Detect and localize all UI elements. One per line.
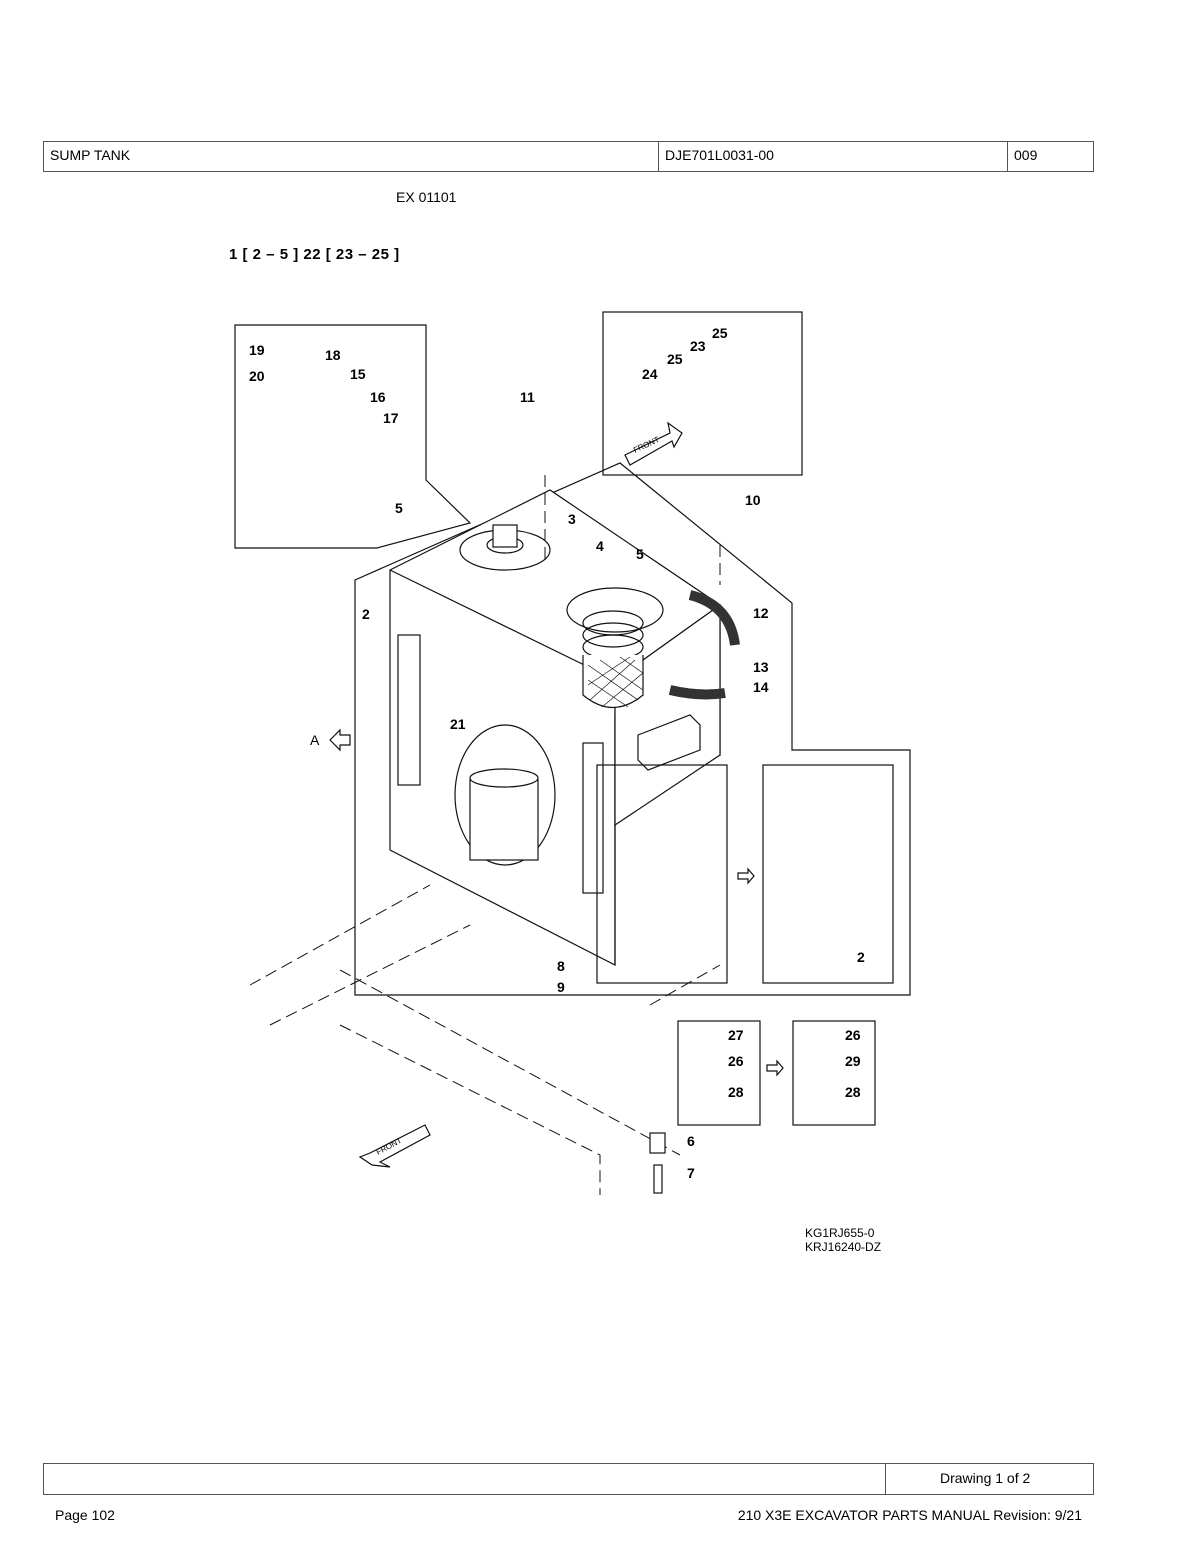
group-number: 009: [1014, 147, 1038, 163]
callout-18: 18: [325, 347, 341, 363]
detail-box-valve-2: [792, 1020, 876, 1126]
callout-10: 10: [745, 492, 761, 508]
figure-id-1: KG1RJ655-0: [805, 1226, 875, 1240]
callout-16: 16: [370, 389, 386, 405]
callout-3: 3: [568, 511, 576, 527]
callout-4: 4: [596, 538, 604, 554]
callout-17: 17: [383, 410, 399, 426]
callout-8: 8: [557, 958, 565, 974]
manual-title: 210 X3E EXCAVATOR PARTS MANUAL Revision:…: [737, 1507, 1082, 1523]
callout-9: 9: [557, 979, 565, 995]
callout-12: 12: [753, 605, 769, 621]
callout-25b: 25: [667, 351, 683, 367]
exploded-parts-diagram: 19 18 20 15 16 17 5 11 3 2 4 5 12 13 14 …: [234, 311, 911, 1254]
callout-24: 24: [642, 366, 658, 382]
detail-box-valve-1: [677, 1020, 761, 1126]
callout-14: 14: [753, 679, 769, 695]
assembly-note: 1 [ 2 – 5 ] 22 [ 23 – 25 ]: [229, 246, 400, 263]
footer-table: Drawing 1 of 2: [43, 1463, 1094, 1495]
callout-15: 15: [350, 366, 366, 382]
callout-23: 23: [690, 338, 706, 354]
callout-26a: 26: [728, 1053, 744, 1069]
callout-20: 20: [249, 368, 265, 384]
drawing-label: Drawing 1 of 2: [940, 1470, 1031, 1486]
callout-28b: 28: [845, 1084, 861, 1100]
callout-26b: 26: [845, 1027, 861, 1043]
callout-6: 6: [687, 1133, 695, 1149]
view-a-label: A: [310, 732, 320, 748]
callout-7: 7: [687, 1165, 695, 1181]
footer-blank-cell: [44, 1464, 886, 1494]
detail-box-drain-1: [596, 764, 728, 984]
figure-id-2: KRJ16240-DZ: [805, 1240, 881, 1254]
section-title: SUMP TANK: [44, 142, 659, 171]
sight-window-left: [397, 634, 421, 786]
callout-11: 11: [520, 389, 535, 405]
detail-box-drain-2: [762, 764, 894, 984]
callout-5b: 5: [636, 546, 644, 562]
callout-21: 21: [450, 716, 466, 732]
callout-28a: 28: [728, 1084, 744, 1100]
callout-2: 2: [362, 606, 370, 622]
callout-13: 13: [753, 659, 769, 675]
page-number: Page 102: [55, 1507, 115, 1523]
callout-19: 19: [249, 342, 265, 358]
main-section-outline: [354, 462, 911, 996]
callout-5a: 5: [395, 500, 403, 516]
callout-29: 29: [845, 1053, 861, 1069]
model-code: EX 01101: [396, 189, 457, 205]
callout-25a: 25: [712, 325, 728, 341]
detail-box-cap: [234, 324, 472, 549]
part-number: DJE701L0031-00: [659, 142, 1008, 171]
callout-27: 27: [728, 1027, 744, 1043]
header-table: SUMP TANK DJE701L0031-00 009: [43, 141, 1094, 172]
detail-box-gauge: [602, 311, 803, 476]
callout-2b: 2: [857, 949, 865, 965]
